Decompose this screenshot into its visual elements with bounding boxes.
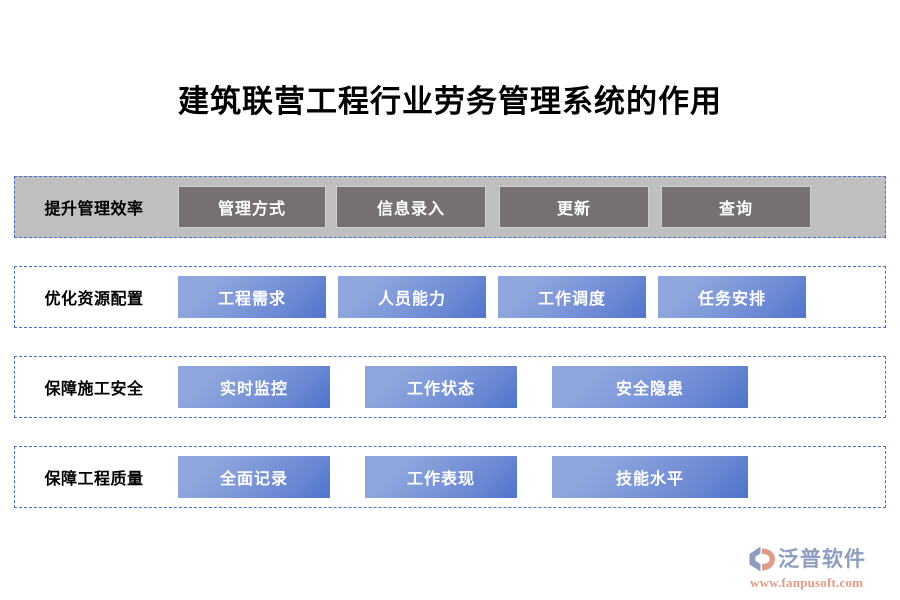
diagram-row-construction-safety: 保障施工安全 实时监控 工作状态 安全隐患: [14, 356, 886, 418]
node-real-time-monitoring[interactable]: 实时监控: [178, 366, 330, 408]
page-title: 建筑联营工程行业劳务管理系统的作用: [178, 84, 722, 119]
brand-logo-row: 泛普软件: [748, 545, 888, 573]
node-information-entry[interactable]: 信息录入: [336, 186, 486, 228]
node-work-performance[interactable]: 工作表现: [365, 456, 517, 498]
row-nodes-improve-efficiency: 管理方式 信息录入 更新 查询: [173, 177, 885, 237]
brand-logo: 泛普软件 www.fanpusoft.com: [748, 543, 888, 591]
node-task-arrangement[interactable]: 任务安排: [658, 276, 806, 318]
diagram-row-optimize-resources: 优化资源配置 工程需求 人员能力 工作调度 任务安排: [14, 266, 886, 328]
node-query[interactable]: 查询: [661, 186, 811, 228]
diagram-container: 提升管理效率 管理方式 信息录入 更新 查询 优化资源配置 工程需求 人员能力 …: [14, 176, 886, 536]
node-safety-hazard[interactable]: 安全隐患: [552, 366, 748, 408]
node-management-method[interactable]: 管理方式: [178, 186, 326, 228]
node-work-status[interactable]: 工作状态: [365, 366, 517, 408]
node-project-demand[interactable]: 工程需求: [178, 276, 326, 318]
brand-url: www.fanpusoft.com: [750, 575, 864, 590]
node-comprehensive-record[interactable]: 全面记录: [178, 456, 330, 498]
row-nodes-project-quality: 全面记录 工作表现 技能水平: [173, 447, 885, 507]
node-personnel-capability[interactable]: 人员能力: [338, 276, 486, 318]
row-label-construction-safety: 保障施工安全: [44, 381, 144, 398]
row-nodes-optimize-resources: 工程需求 人员能力 工作调度 任务安排: [173, 267, 885, 327]
diagram-row-improve-efficiency: 提升管理效率 管理方式 信息录入 更新 查询: [14, 176, 886, 238]
row-label-optimize-resources: 优化资源配置: [44, 291, 144, 308]
diagram-row-project-quality: 保障工程质量 全面记录 工作表现 技能水平: [14, 446, 886, 508]
node-work-scheduling[interactable]: 工作调度: [498, 276, 646, 318]
node-update[interactable]: 更新: [499, 186, 649, 228]
fanpu-logo-icon: [748, 546, 776, 572]
row-label-project-quality: 保障工程质量: [44, 471, 144, 488]
row-nodes-construction-safety: 实时监控 工作状态 安全隐患: [173, 357, 885, 417]
node-skill-level[interactable]: 技能水平: [552, 456, 748, 498]
brand-name: 泛普软件: [778, 547, 866, 571]
row-label-improve-efficiency: 提升管理效率: [44, 201, 144, 218]
